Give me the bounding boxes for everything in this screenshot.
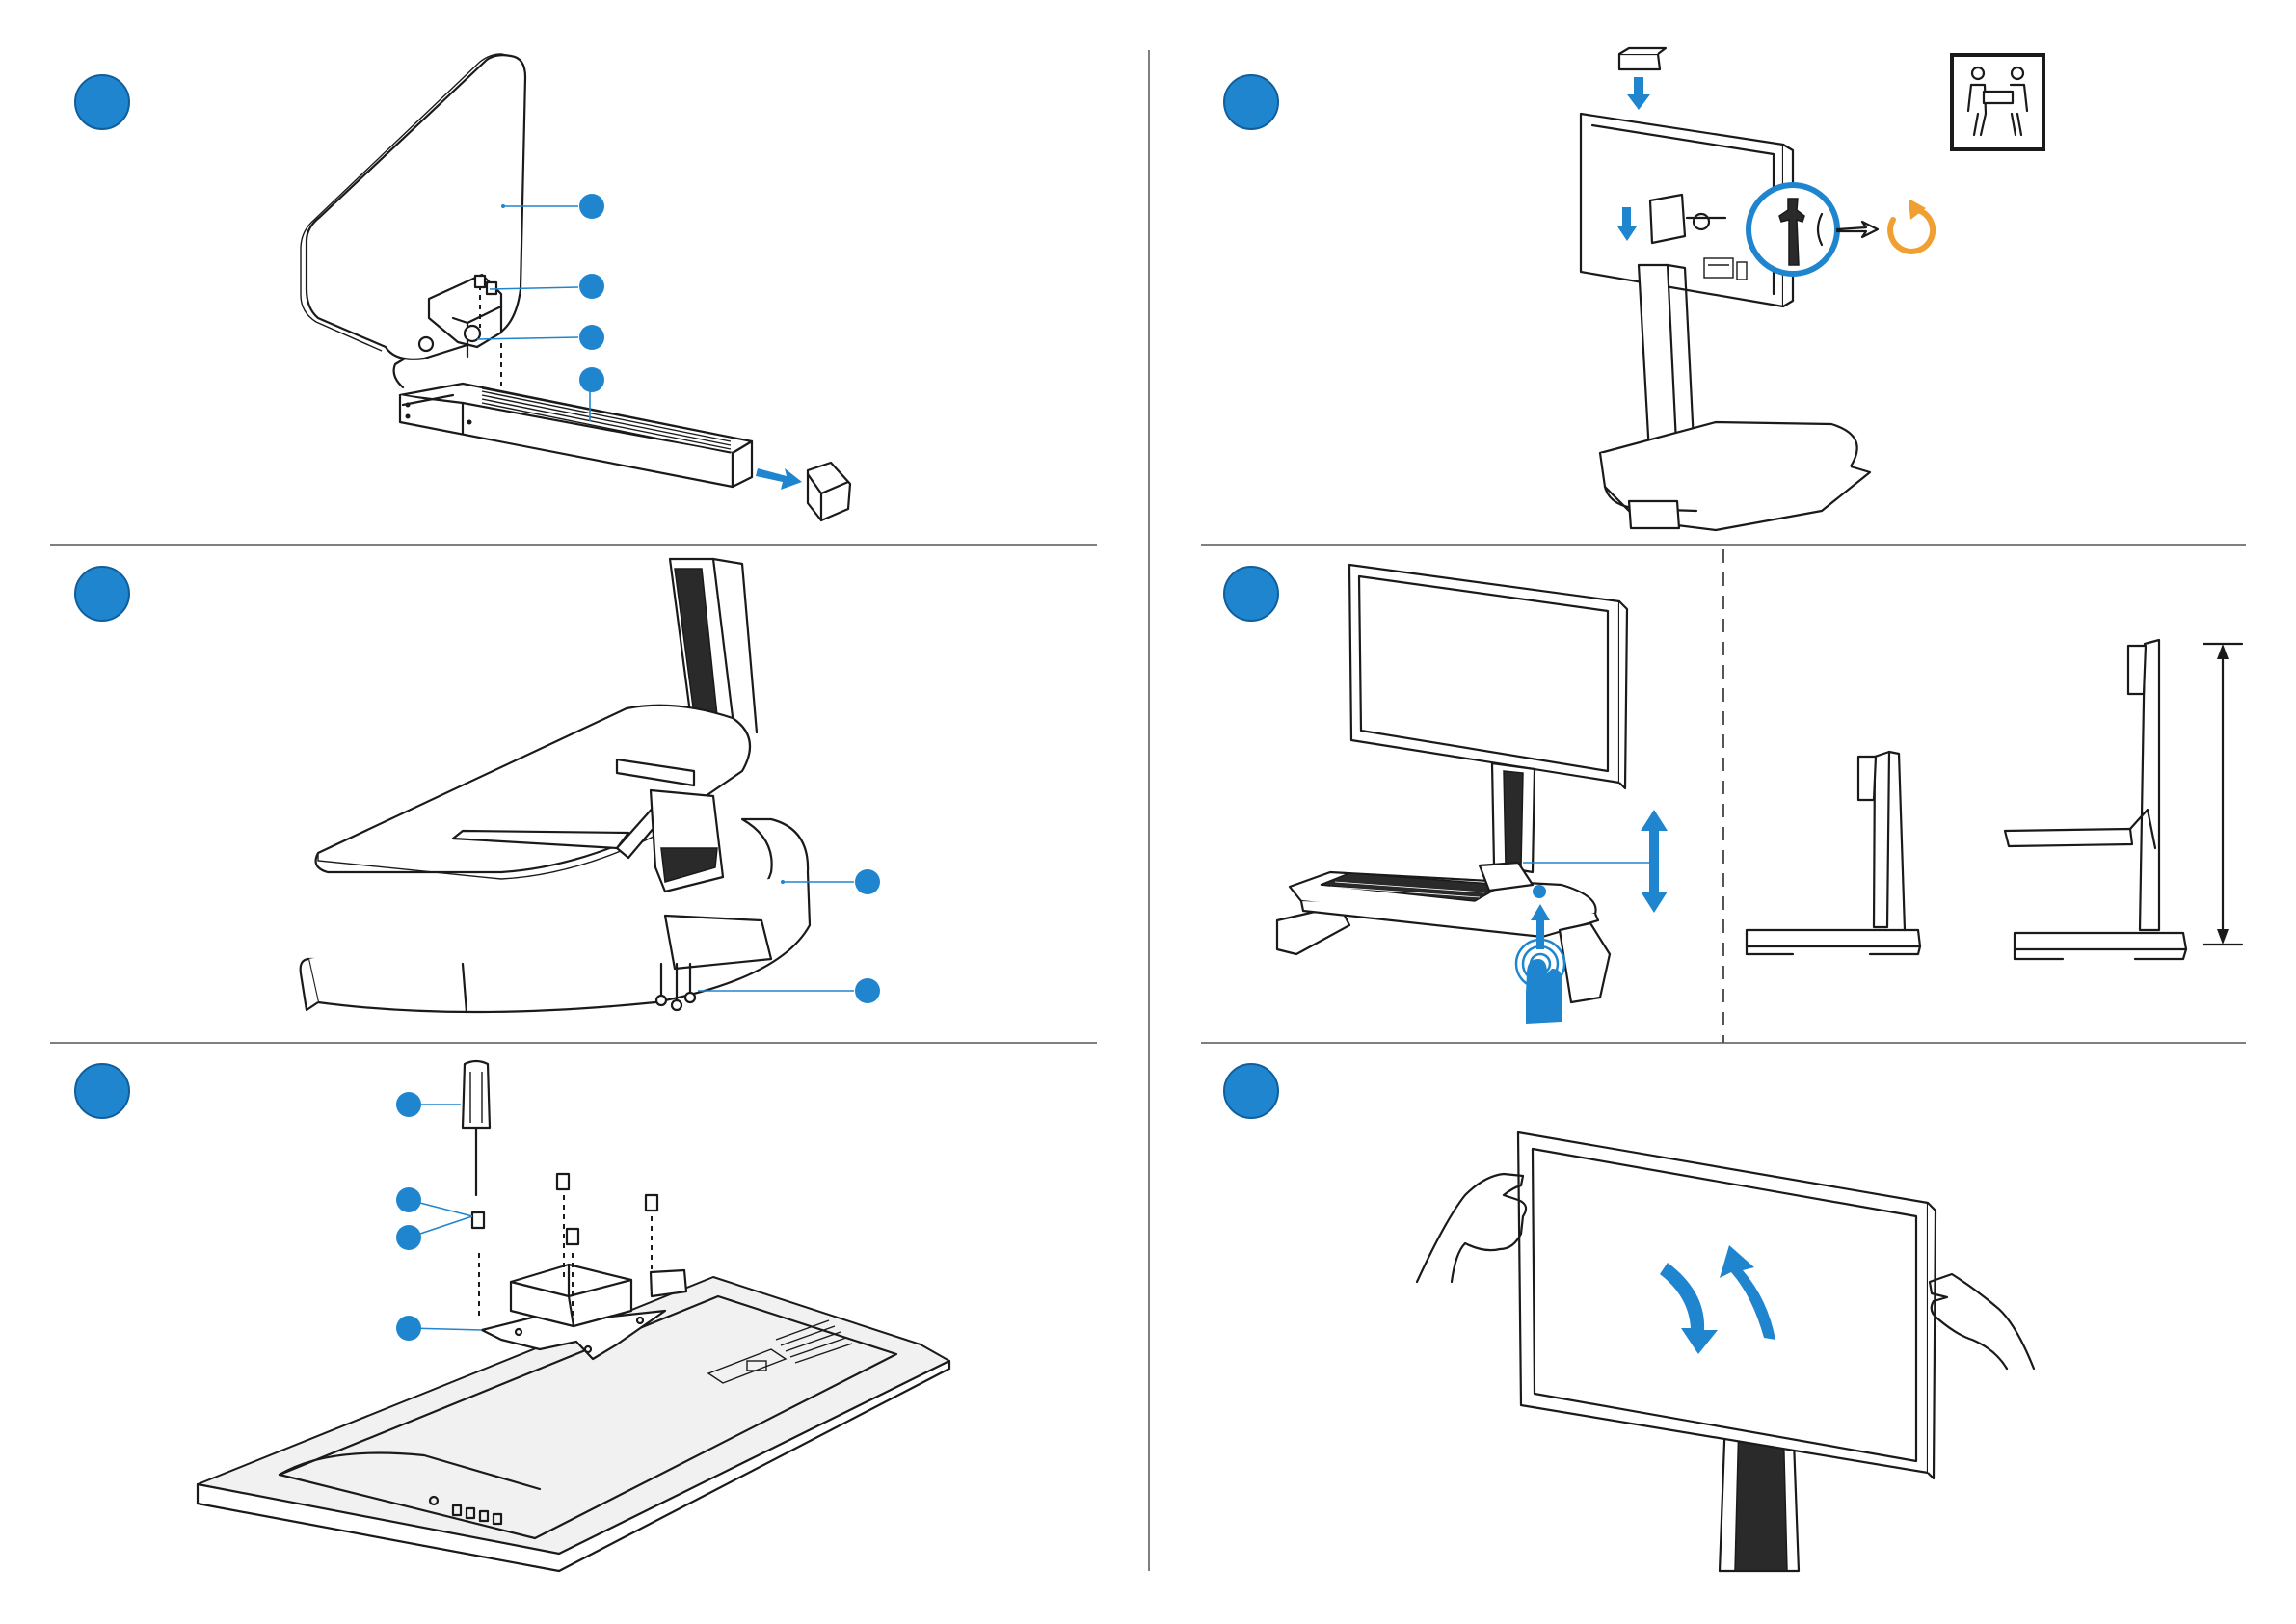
step-marker-3 — [75, 1064, 129, 1118]
callout-3a — [396, 1092, 421, 1117]
callout-3b — [396, 1187, 421, 1212]
panel-remove-end-cap — [301, 54, 850, 520]
pull-arrow — [756, 468, 802, 490]
callout-1a — [579, 194, 604, 219]
screwdriver — [463, 1061, 490, 1128]
callout-1b — [579, 274, 604, 299]
panel-mount-keyboard-tray — [301, 559, 880, 1012]
left-hand — [1417, 1174, 1526, 1282]
callout-3c — [396, 1225, 421, 1250]
callout-3d — [396, 1316, 421, 1341]
step-marker-1 — [75, 75, 129, 129]
callout-1d — [579, 367, 604, 392]
panel-adjust-height — [1277, 565, 2242, 1024]
right-hand — [1930, 1274, 2034, 1369]
step-marker-6 — [1224, 1064, 1278, 1118]
callout-1c — [579, 325, 604, 350]
up-down-arrow-icon — [1641, 810, 1668, 913]
end-cap — [808, 463, 850, 520]
panel-attach-vesa-plate — [198, 1061, 949, 1571]
two-person-lift-icon — [1952, 55, 2043, 149]
step-marker-2 — [75, 567, 129, 621]
step-marker-5 — [1224, 567, 1278, 621]
step-marker-4 — [1224, 75, 1278, 129]
side-view-high — [2005, 640, 2242, 959]
side-view-low — [1747, 752, 1920, 954]
panel-hang-monitor — [1581, 48, 2043, 530]
callout-2b — [855, 978, 880, 1003]
monitor-front — [1518, 1132, 1928, 1473]
panel-rotate-monitor — [1417, 1132, 2034, 1571]
callout-2a — [855, 869, 880, 894]
